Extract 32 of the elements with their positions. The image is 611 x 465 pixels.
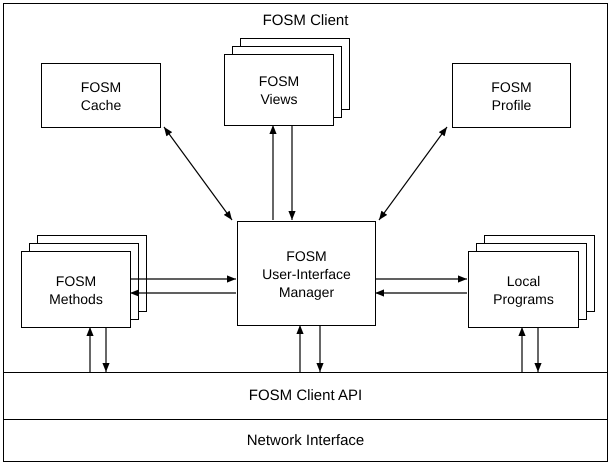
arrow [518,327,526,372]
component-box [237,221,376,326]
component-box [41,63,161,128]
stacked-box [224,38,350,126]
arrow [378,126,448,220]
arrow [86,327,94,372]
node-label: FOSM Methods [48,272,104,308]
arrow [130,289,236,297]
node-label: FOSM Views [258,72,300,109]
arrow [102,327,110,372]
arrow [316,325,324,372]
node-label: FOSM User-Interface Manager [261,246,352,302]
layer-band [3,372,608,420]
node-label: FOSM Profile [490,78,533,114]
stacked-box [21,235,147,328]
layer-band [3,419,608,462]
node-label: FOSM Client API [248,386,364,406]
node-label: Network Interface [246,430,366,450]
stacked-box [468,235,595,328]
arrow [164,126,232,220]
arrow [375,275,467,283]
arrow [534,327,542,372]
arrow [130,275,236,283]
arrow [296,325,304,372]
client-frame [3,3,608,373]
arrow [288,125,296,220]
arrow [375,289,467,297]
arrow [269,125,277,220]
node-label: Local Programs [492,272,555,309]
component-box [452,63,571,128]
node-label: FOSM Cache [80,78,122,114]
frame-title: FOSM Client [262,11,350,31]
